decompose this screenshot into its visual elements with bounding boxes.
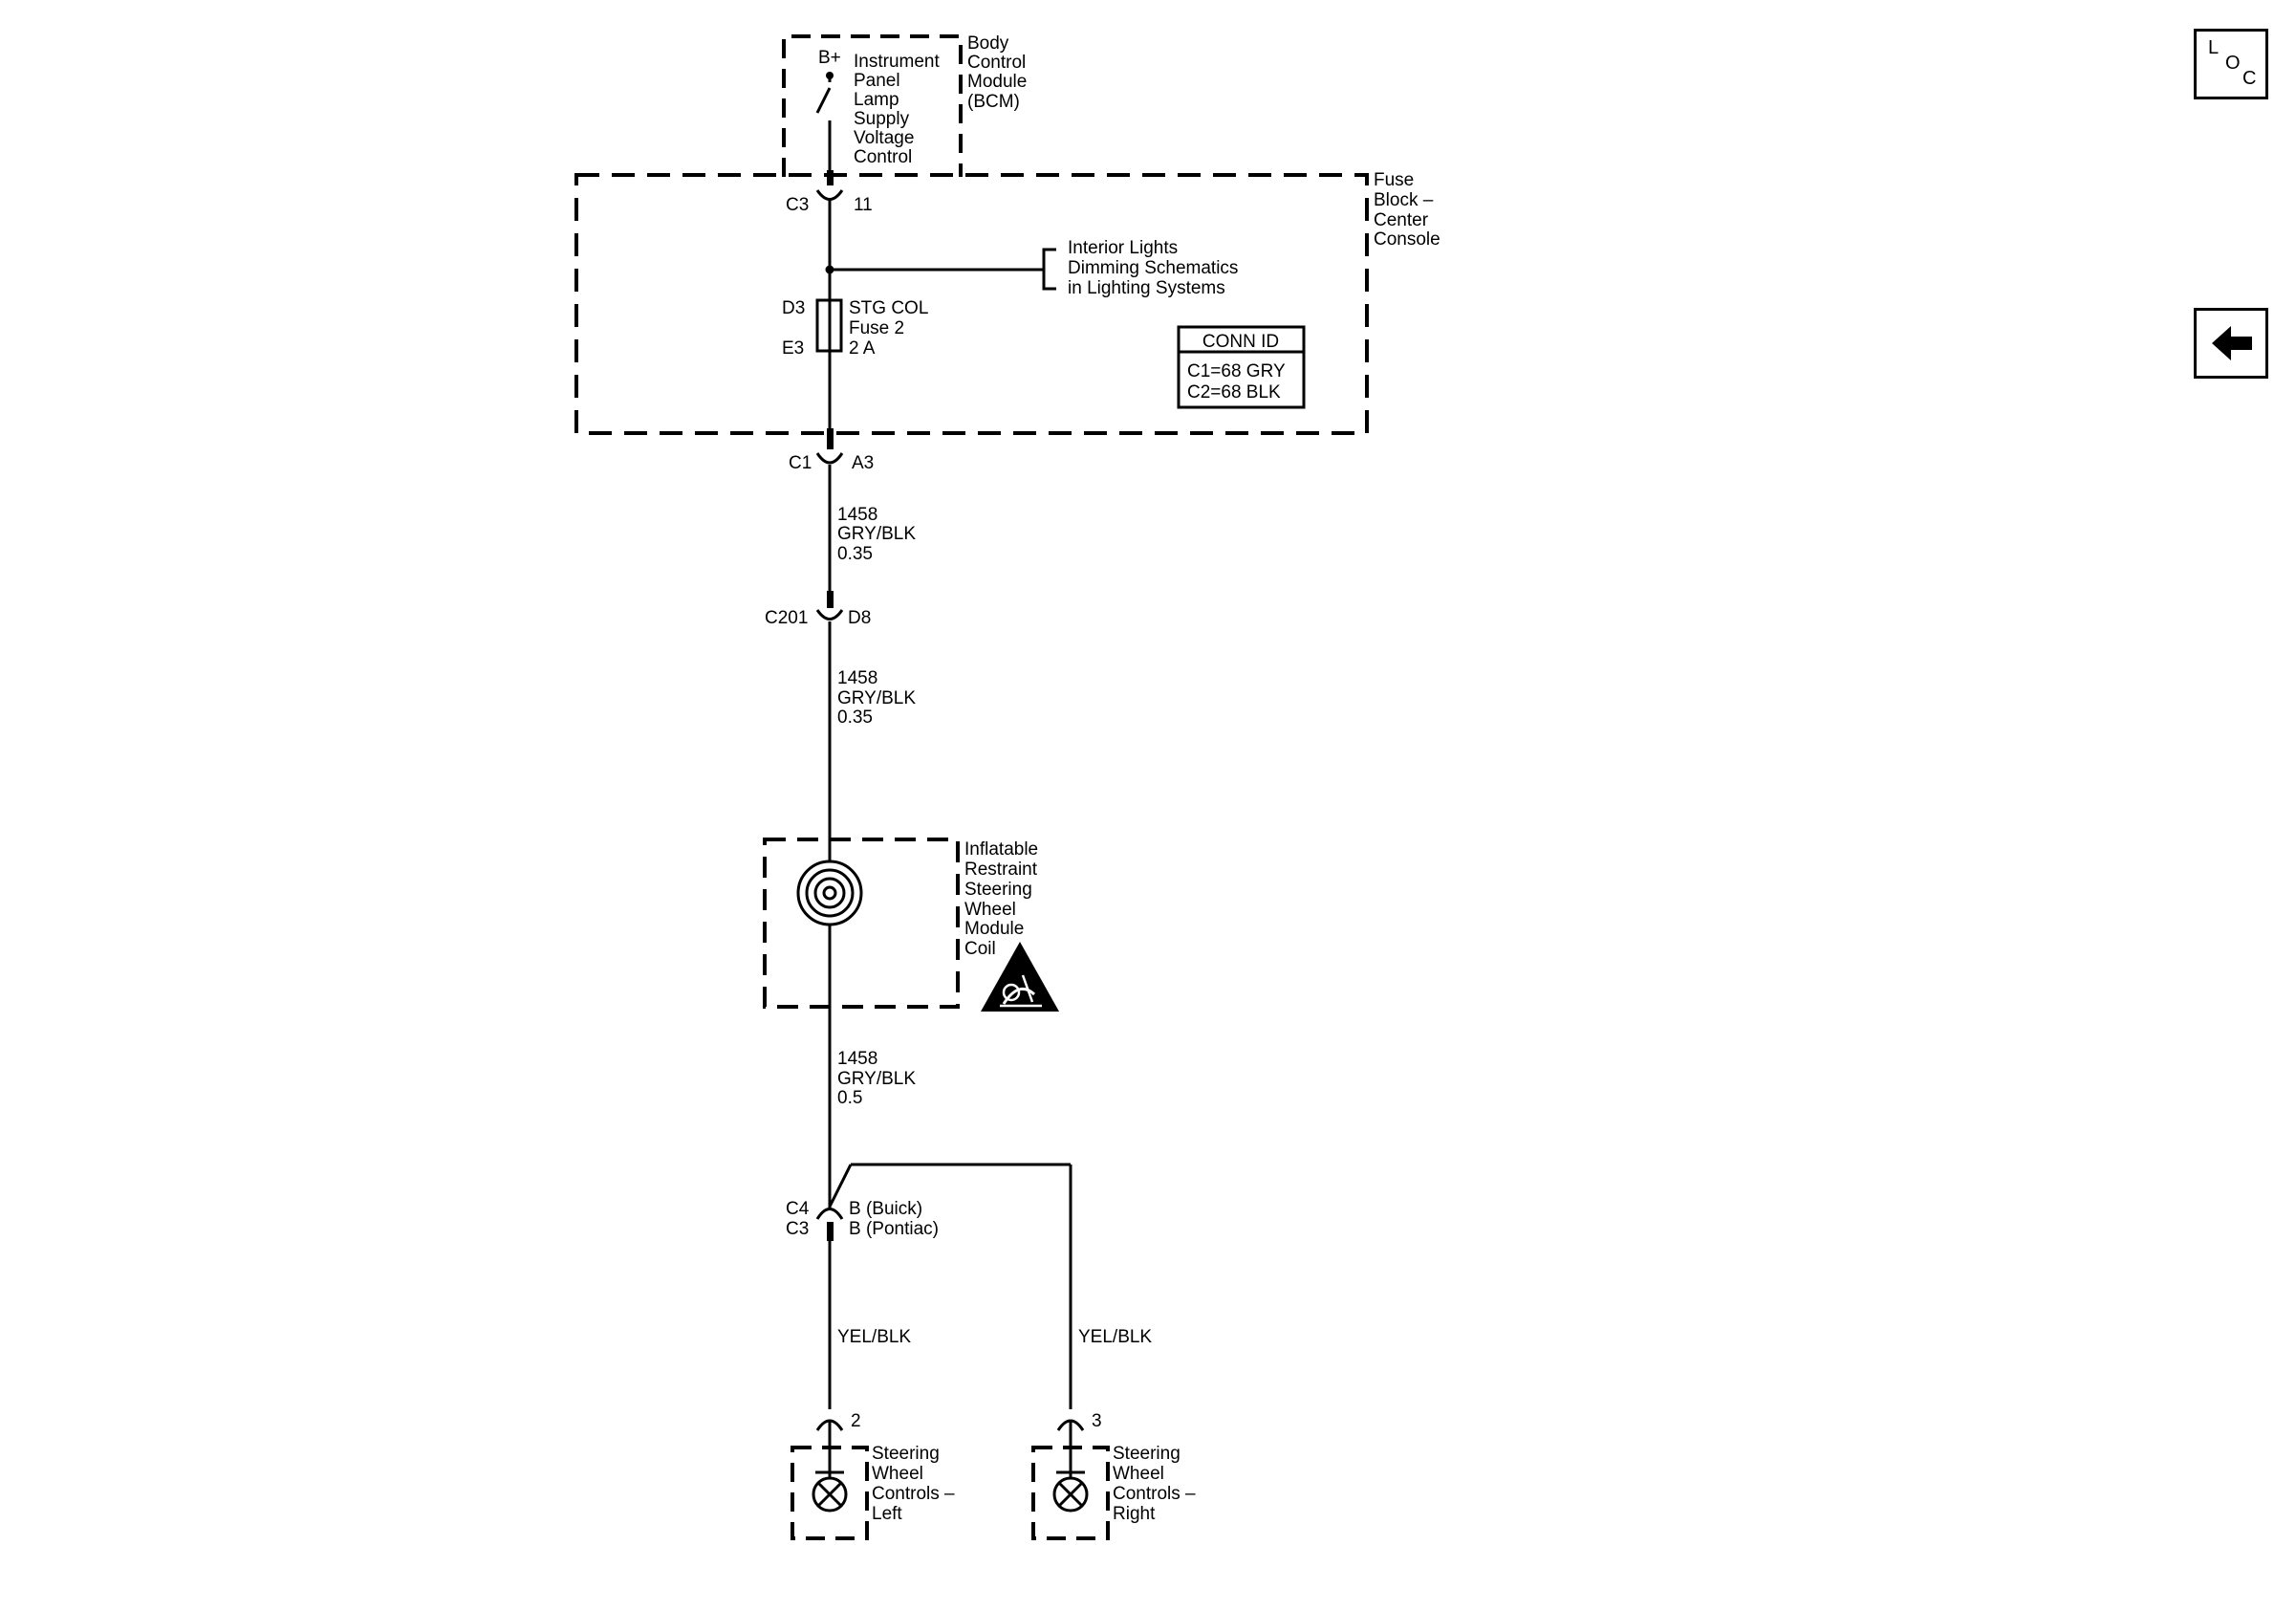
conn-id-c1: C1=68 GRY <box>1187 361 1286 381</box>
wire-1458-label-2: 1458 GRY/BLK 0.35 <box>837 668 916 728</box>
svg-text:A3: A3 <box>852 453 874 473</box>
coil-name-label: Inflatable Restraint Steering Wheel Modu… <box>964 839 1038 959</box>
svg-text:1458: 1458 <box>837 668 877 688</box>
steering-controls-left: 2 Steering Wheel Controls – Left <box>791 1411 955 1540</box>
svg-text:Module: Module <box>964 919 1024 939</box>
svg-text:1458: 1458 <box>837 1049 877 1069</box>
svg-text:C3: C3 <box>786 1219 809 1239</box>
svg-text:Control: Control <box>854 147 912 167</box>
back-button[interactable] <box>2194 308 2268 379</box>
stg-col-fuse: D3 E3 STG COL Fuse 2 2 A <box>782 298 928 359</box>
wire-1458-label-1: 1458 GRY/BLK 0.35 <box>837 505 916 564</box>
svg-text:C3: C3 <box>786 195 809 215</box>
svg-text:Steering: Steering <box>872 1444 940 1464</box>
svg-text:Lamp: Lamp <box>854 90 899 110</box>
right-controls-name: Steering Wheel Controls – Right <box>1113 1444 1196 1524</box>
bplus-label: B+ <box>818 48 841 68</box>
svg-text:Controls –: Controls – <box>872 1484 955 1504</box>
conn-id-table: CONN ID C1=68 GRY C2=68 BLK <box>1177 325 1306 409</box>
right-branch-wire <box>828 1163 1072 1409</box>
airbag-warning-icon <box>981 942 1059 1012</box>
right-wire-label: YEL/BLK <box>1078 1327 1152 1347</box>
svg-text:Control: Control <box>967 53 1026 73</box>
loc-letter-o: O <box>2225 53 2241 74</box>
svg-text:Dimming Schematics: Dimming Schematics <box>1068 258 1238 278</box>
svg-text:1458: 1458 <box>837 505 877 525</box>
svg-text:in Lighting Systems: in Lighting Systems <box>1068 278 1225 298</box>
conn-id-title: CONN ID <box>1202 332 1279 352</box>
svg-text:B (Buick): B (Buick) <box>849 1199 922 1219</box>
svg-text:Inflatable: Inflatable <box>964 839 1038 860</box>
fuse-block-component: Fuse Block – Center Console C3 11 Interi… <box>574 170 1440 435</box>
svg-text:GRY/BLK: GRY/BLK <box>837 524 916 544</box>
svg-text:C4: C4 <box>786 1199 810 1219</box>
svg-text:Console: Console <box>1374 229 1440 250</box>
loc-letter-l: L <box>2208 37 2220 58</box>
c201-connector: C201 D8 <box>765 591 871 628</box>
svg-text:(BCM): (BCM) <box>967 92 1020 112</box>
inflatable-restraint-coil: Inflatable Restraint Steering Wheel Modu… <box>763 838 1059 1012</box>
svg-text:D3: D3 <box>782 298 805 318</box>
svg-text:Block –: Block – <box>1374 190 1434 210</box>
right-pin-label: 3 <box>1092 1411 1102 1431</box>
svg-text:Wheel: Wheel <box>1113 1464 1164 1484</box>
svg-text:Wheel: Wheel <box>872 1464 923 1484</box>
svg-text:Wheel: Wheel <box>964 900 1016 920</box>
c1-connector: C1 A3 <box>789 428 874 473</box>
bcm-name-label: Body Control Module (BCM) <box>967 33 1027 112</box>
svg-text:GRY/BLK: GRY/BLK <box>837 1069 916 1089</box>
svg-text:Coil: Coil <box>964 939 996 959</box>
wire-1458-label-3: 1458 GRY/BLK 0.5 <box>837 1049 916 1108</box>
bcm-switch-contact <box>815 87 832 114</box>
bcm-component: B+ Instrument Panel Lamp Supply Voltage … <box>782 33 1027 177</box>
svg-text:Right: Right <box>1113 1504 1156 1524</box>
fuse-block-name-label: Fuse Block – Center Console <box>1374 170 1440 250</box>
svg-text:Center: Center <box>1374 210 1429 230</box>
svg-text:0.5: 0.5 <box>837 1088 862 1108</box>
left-arrow-icon <box>2212 326 2252 360</box>
svg-text:0.35: 0.35 <box>837 708 873 728</box>
svg-text:Fuse: Fuse <box>1374 170 1414 190</box>
conn-id-c2: C2=68 BLK <box>1187 382 1281 403</box>
svg-text:C201: C201 <box>765 608 808 628</box>
reference-bracket <box>1042 248 1056 291</box>
bcm-function-label: Instrument Panel Lamp Supply Voltage Con… <box>854 52 940 167</box>
svg-text:E3: E3 <box>782 338 804 359</box>
svg-text:C1: C1 <box>789 453 812 473</box>
svg-text:D8: D8 <box>848 608 871 628</box>
steering-controls-right: 3 Steering Wheel Controls – Right <box>1031 1411 1196 1540</box>
svg-text:2 A: 2 A <box>849 338 876 359</box>
svg-text:Body: Body <box>967 33 1009 54</box>
svg-text:STG COL: STG COL <box>849 298 928 318</box>
c4-c3-connector: C4 C3 B (Buick) B (Pontiac) <box>786 1199 939 1241</box>
svg-text:Restraint: Restraint <box>964 860 1038 880</box>
loc-letter-c: C <box>2242 68 2257 89</box>
svg-text:Fuse 2: Fuse 2 <box>849 318 904 338</box>
left-pin-label: 2 <box>851 1411 861 1431</box>
svg-text:0.35: 0.35 <box>837 544 873 564</box>
left-wire-label: YEL/BLK <box>837 1327 911 1347</box>
svg-text:Supply: Supply <box>854 109 910 129</box>
svg-text:Left: Left <box>872 1504 902 1524</box>
loc-button[interactable]: L O C <box>2194 29 2268 99</box>
svg-text:Panel: Panel <box>854 71 900 91</box>
svg-text:GRY/BLK: GRY/BLK <box>837 688 916 708</box>
left-controls-name: Steering Wheel Controls – Left <box>872 1444 955 1524</box>
svg-text:Voltage: Voltage <box>854 128 914 148</box>
interior-lights-reference: Interior Lights Dimming Schematics in Li… <box>1068 238 1238 298</box>
svg-text:Steering: Steering <box>964 880 1032 900</box>
svg-text:Module: Module <box>967 72 1027 92</box>
svg-text:Interior Lights: Interior Lights <box>1068 238 1178 258</box>
svg-text:11: 11 <box>854 195 873 215</box>
svg-text:Controls –: Controls – <box>1113 1484 1196 1504</box>
svg-text:Instrument: Instrument <box>854 52 940 72</box>
svg-text:B (Pontiac): B (Pontiac) <box>849 1219 939 1239</box>
svg-text:Steering: Steering <box>1113 1444 1180 1464</box>
